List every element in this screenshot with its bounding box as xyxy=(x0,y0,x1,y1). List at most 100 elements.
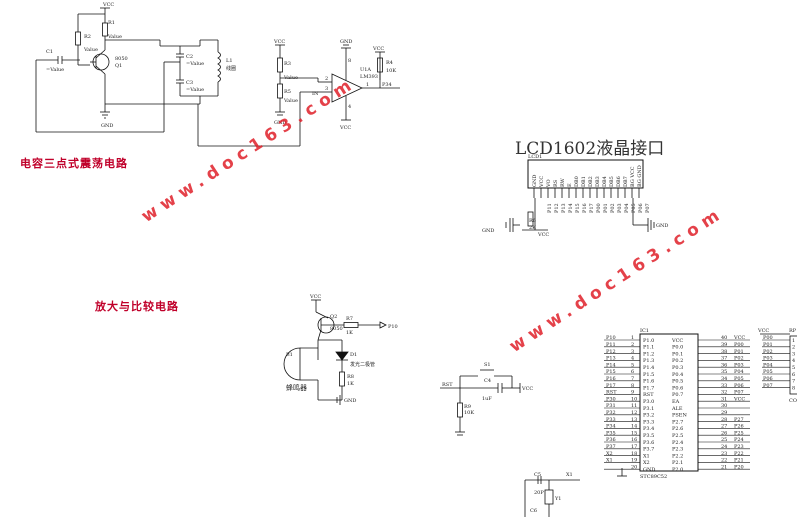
r3-label: R3 xyxy=(284,61,291,67)
mcu-right-num: 30 xyxy=(721,403,727,409)
lcd-pin-label: DB0 xyxy=(574,176,580,187)
mcu-left-pin: P1.1 xyxy=(643,345,654,351)
mcu-left-pin: P3.0 xyxy=(643,399,654,405)
mcu-left-num: 1 xyxy=(631,335,634,341)
lcd-port-label: P01 xyxy=(603,203,609,213)
crystal-labels: C5 20P C6 X1 Y1 xyxy=(530,472,573,514)
lcd-pin-label: BG VCC xyxy=(630,166,636,187)
mcu-right-num: 36 xyxy=(721,362,727,368)
reset-vcc-label: VCC xyxy=(521,386,533,392)
r6-value: 2K xyxy=(529,225,536,231)
mcu-right-pin: EA xyxy=(672,399,680,405)
r4-value: 10K xyxy=(386,68,396,74)
rp-num: 5 xyxy=(792,365,795,371)
mcu-right-net: P06 xyxy=(734,383,744,389)
mcu-right-pin: P0.7 xyxy=(672,392,683,398)
mcu-right-num: 38 xyxy=(721,349,727,355)
r2-value: Value xyxy=(83,47,98,53)
cmp-vcc-bottom: VCC xyxy=(339,125,351,131)
mcu-right-pin: P0.5 xyxy=(672,379,683,385)
mcu-right-pin: P2.1 xyxy=(672,460,683,466)
heading-amplifier: 放大与比较电路 xyxy=(95,300,179,313)
mcu-left-num: 19 xyxy=(631,458,637,464)
c3-label: C3 xyxy=(186,80,193,86)
r6-label: R6 xyxy=(529,218,536,224)
mcu-right-num: 39 xyxy=(721,342,727,348)
mcu-right-net: P03 xyxy=(734,362,744,368)
mcu-right-pin: P2.6 xyxy=(672,426,683,432)
s1-label: S1 xyxy=(484,362,491,368)
lcd-pin-label: GND xyxy=(532,175,538,187)
mcu-left-net: P36 xyxy=(606,437,616,443)
lcd-connector xyxy=(505,159,655,232)
rp-num: 4 xyxy=(792,358,795,364)
mcu-left-net: P11 xyxy=(606,342,616,348)
p10-label: P10 xyxy=(388,324,398,330)
rp-net: P04 xyxy=(763,362,773,368)
rp-net: P06 xyxy=(763,376,773,382)
mcu-left-net: P12 xyxy=(606,349,616,355)
lcd-port-label: P06 xyxy=(638,203,644,213)
r5-value: Value xyxy=(283,98,298,104)
r2-label: R2 xyxy=(84,34,91,40)
mcu-left-num: 3 xyxy=(631,349,634,355)
mcu-left-num: 15 xyxy=(631,430,637,436)
mcu-right-net: P26 xyxy=(734,424,744,430)
coil-label: 线圈 xyxy=(226,65,236,72)
mcu-left-num: 4 xyxy=(631,356,634,362)
mcu-right-net: P23 xyxy=(734,444,744,450)
c1-value: =Value xyxy=(46,67,64,73)
mcu-labels: IC1 STC89C52 P1.01P10P1.12P11P1.23P12P1.… xyxy=(606,328,745,480)
rp-num: 8 xyxy=(792,385,795,391)
mcu-right-net: P20 xyxy=(734,464,744,470)
mcu-left-net: P17 xyxy=(606,383,616,389)
lcd-port-label: P02 xyxy=(610,203,616,213)
ic1-label: IC1 xyxy=(640,328,649,334)
mcu-left-net: X1 xyxy=(606,458,613,464)
lcd-port-label: P07 xyxy=(645,203,651,213)
resistor-pack xyxy=(760,333,797,395)
crystal-circuit xyxy=(524,476,580,517)
mcu-right-net: P07 xyxy=(734,390,744,396)
rp-net: P00 xyxy=(763,335,773,341)
lcd-port-label: P13 xyxy=(561,203,567,213)
mcu-left-num: 17 xyxy=(631,444,637,450)
rp-co-label: CO xyxy=(789,398,797,404)
mcu-right-num: 40 xyxy=(721,335,727,341)
mcu-left-net: P34 xyxy=(606,424,616,430)
mcu-left-num: 18 xyxy=(631,451,637,457)
mcu-right-pin: P2.7 xyxy=(672,419,683,425)
mcu-right-num: 25 xyxy=(721,437,727,443)
l1-label: L1 xyxy=(226,58,233,64)
mcu-left-num: 12 xyxy=(631,410,637,416)
mcu-right-net: VCC xyxy=(733,335,745,341)
rp-net: P03 xyxy=(763,356,773,362)
amp-vcc-label: VCC xyxy=(309,294,321,300)
mcu-left-net: X2 xyxy=(606,451,613,457)
mcu-left-net: P13 xyxy=(606,356,616,362)
mcu-left-net: P15 xyxy=(606,369,616,375)
lcd-pin-label: DB5 xyxy=(609,176,615,187)
mcu-left-net: P16 xyxy=(606,376,616,382)
lcd-pin-label: DB3 xyxy=(595,176,601,187)
lcd-port-label: P00 xyxy=(596,203,602,213)
lcd-port-label: P12 xyxy=(554,203,560,213)
mcu-left-pin: P1.4 xyxy=(643,365,654,371)
rp-vcc-label: VCC xyxy=(757,328,769,334)
heading-lcd: LCD1602液晶接口 xyxy=(515,139,665,159)
cmp-gnd-label: GND xyxy=(274,120,286,126)
lcd1-label: LCD1 xyxy=(528,154,542,160)
c2-value: =Value xyxy=(186,61,204,67)
mcu-right-pin: P0.1 xyxy=(672,351,683,357)
mcu-left-net: P10 xyxy=(606,335,616,341)
y1-label: Y1 xyxy=(554,496,561,502)
reset-circuit xyxy=(440,369,521,436)
mcu-right-num: 31 xyxy=(721,396,727,402)
mcu-block xyxy=(604,333,750,477)
mcu-left-num: 16 xyxy=(631,437,637,443)
mcu-left-pin: P1.3 xyxy=(643,358,654,364)
mcu-left-pin: P3.3 xyxy=(643,419,654,425)
rp-net: P01 xyxy=(763,342,773,348)
